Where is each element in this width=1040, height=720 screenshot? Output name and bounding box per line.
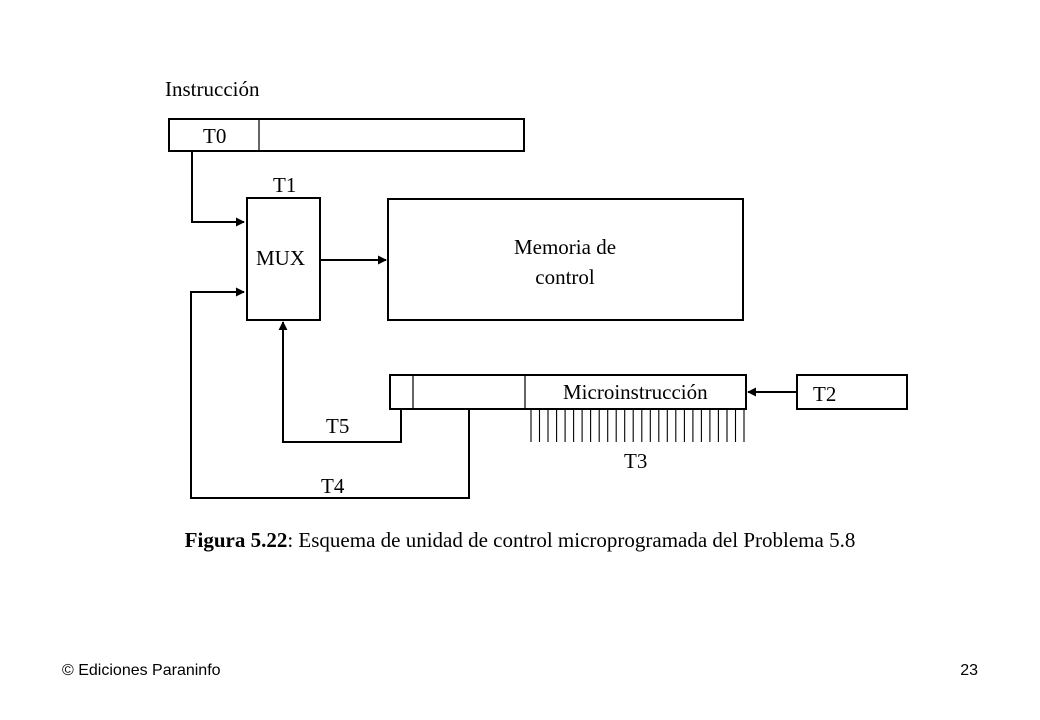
- mux-label: MUX: [256, 246, 305, 270]
- microinstruction-label: Microinstrucción: [563, 380, 708, 404]
- page-number: 23: [960, 662, 978, 679]
- instruction-register: [168, 118, 525, 152]
- t3-label: T3: [624, 449, 647, 473]
- t1-label: T1: [273, 173, 296, 197]
- mux-box: [246, 197, 321, 321]
- figure-caption-text: : Esquema de unidad de control microprog…: [287, 528, 856, 552]
- t2-box: [796, 374, 908, 410]
- control-memory-label-line2: control: [535, 265, 595, 289]
- t2-label: T2: [813, 382, 836, 406]
- t4-label: T4: [321, 474, 345, 498]
- instruction-to-mux-arrow: [191, 151, 245, 227]
- t4-feedback-arrow: [190, 287, 470, 499]
- control-signal-lines: [530, 409, 745, 442]
- microinstruction-register: [389, 374, 747, 410]
- control-memory-label-line1: Memoria de: [514, 235, 616, 259]
- figure-caption-label: Figura 5.22: [184, 528, 288, 552]
- figure-caption: Figura 5.22: Esquema de unidad de contro…: [0, 528, 1040, 553]
- control-memory-box: [387, 198, 744, 321]
- instruction-label: Instrucción: [165, 77, 260, 101]
- t5-label: T5: [326, 414, 349, 438]
- t5-feedback-arrow: [278, 321, 402, 443]
- publisher-footer: © Ediciones Paraninfo: [62, 662, 221, 679]
- t0-label: T0: [203, 124, 226, 148]
